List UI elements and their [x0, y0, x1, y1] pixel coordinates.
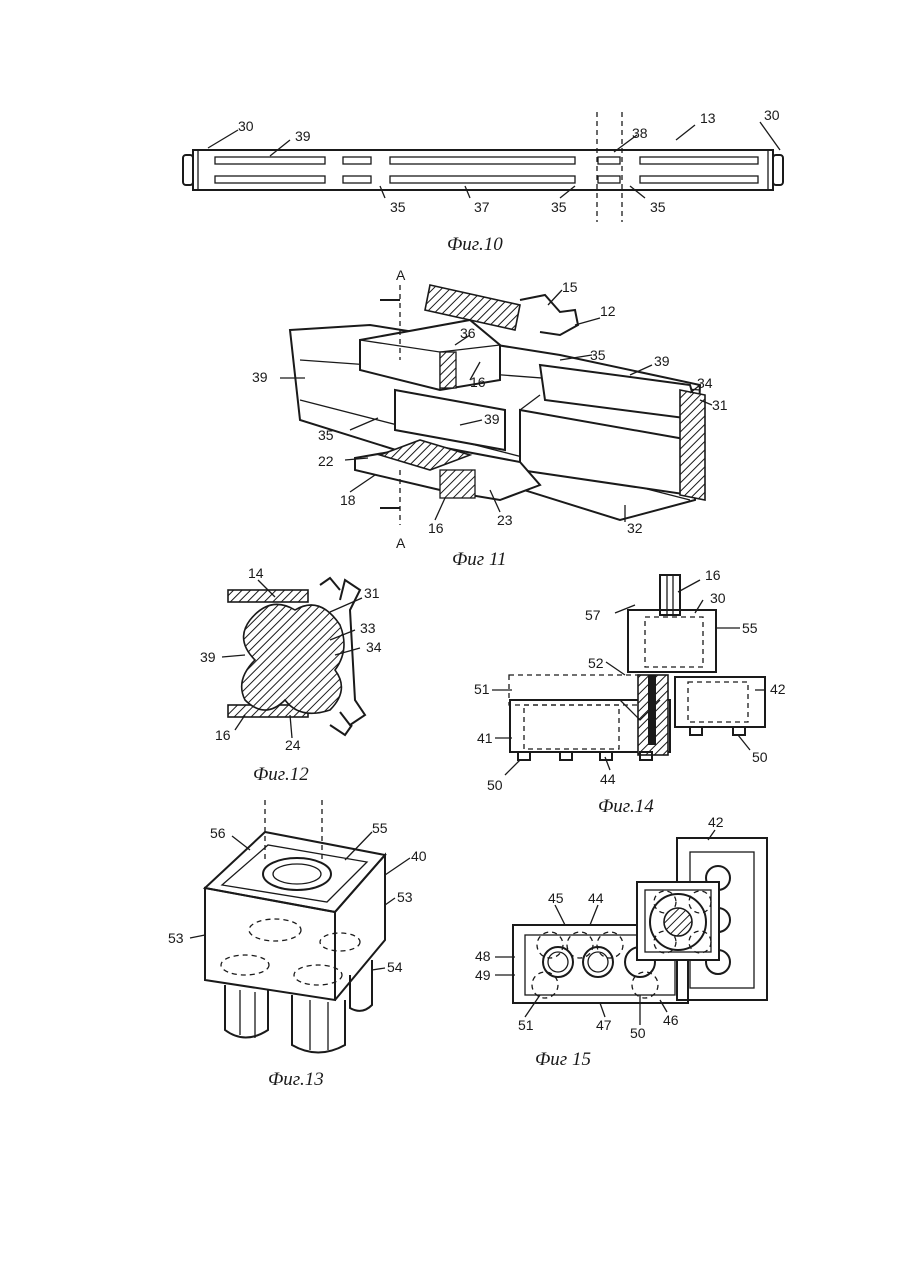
label-55: 55: [372, 820, 388, 836]
label-42: 42: [770, 681, 786, 697]
label-41: 41: [477, 730, 493, 746]
label-45: 45: [548, 890, 564, 906]
label-30-right: 30: [764, 107, 780, 123]
label-46: 46: [663, 1012, 679, 1028]
label-16: 16: [215, 727, 231, 743]
caption-fig14: Фиг.14: [598, 796, 654, 817]
label-23: 23: [497, 512, 513, 528]
caption-fig10: Фиг.10: [447, 234, 503, 255]
label-38: 38: [632, 125, 648, 141]
label-53-right: 53: [397, 889, 413, 905]
caption-fig11: Фиг 11: [452, 549, 507, 570]
label-40: 40: [411, 848, 427, 864]
label-57: 57: [585, 607, 601, 623]
label-39-top: 39: [654, 353, 670, 369]
label-32: 32: [627, 520, 643, 536]
figure-15: 42 45 44 48 49 51 47 50 46 Фиг 15: [475, 814, 767, 1070]
label-51: 51: [518, 1017, 534, 1033]
label-48: 48: [475, 948, 491, 964]
label-24: 24: [285, 737, 301, 753]
label-35-a: 35: [390, 199, 406, 215]
label-50-right: 50: [752, 749, 768, 765]
label-50: 50: [630, 1025, 646, 1041]
label-52: 52: [588, 655, 604, 671]
label-14: 14: [248, 565, 264, 581]
label-A-bottom: A: [396, 535, 406, 551]
label-34: 34: [697, 375, 713, 391]
caption-fig13: Фиг.13: [268, 1069, 324, 1090]
label-35-top: 35: [590, 347, 606, 363]
cross-section: [222, 578, 365, 738]
figure-10: 30 39 38 13 30 35 37 35 35 Фиг.10: [183, 107, 783, 255]
label-49: 49: [475, 967, 491, 983]
label-33: 33: [360, 620, 376, 636]
label-12: 12: [600, 303, 616, 319]
label-50-left: 50: [487, 777, 503, 793]
caption-fig15: Фиг 15: [535, 1049, 591, 1070]
label-31: 31: [712, 397, 728, 413]
shaft-perspective: [280, 285, 712, 525]
label-39: 39: [295, 128, 311, 144]
figure-13: 56 55 40 53 53 54 Фиг.13: [168, 800, 427, 1090]
label-42: 42: [708, 814, 724, 830]
label-54: 54: [387, 959, 403, 975]
figure-12: 14 31 33 34 39 16 24 Фиг.12: [200, 565, 382, 785]
figure-11: A 15 12 36 35 39 39 16 34 31 39 35 22 18…: [252, 267, 728, 570]
figure-14: 16 57 30 55 52 51 42 41 50 44 50 Фиг.14: [474, 567, 786, 817]
label-16-upper: 16: [470, 374, 486, 390]
label-34: 34: [366, 639, 382, 655]
label-13: 13: [700, 110, 716, 126]
label-A-top: A: [396, 267, 406, 283]
label-39-mid: 39: [484, 411, 500, 427]
label-39: 39: [200, 649, 216, 665]
label-22: 22: [318, 453, 334, 469]
label-16-lower: 16: [428, 520, 444, 536]
label-39-left: 39: [252, 369, 268, 385]
label-56: 56: [210, 825, 226, 841]
label-15: 15: [562, 279, 578, 295]
label-53-left: 53: [168, 930, 184, 946]
label-36: 36: [460, 325, 476, 341]
label-35-left: 35: [318, 427, 334, 443]
label-35-c: 35: [650, 199, 666, 215]
label-37: 37: [474, 199, 490, 215]
label-51: 51: [474, 681, 490, 697]
assembly-plan-view: [495, 830, 767, 1025]
label-30: 30: [710, 590, 726, 606]
caption-fig12: Фиг.12: [253, 764, 309, 785]
label-16: 16: [705, 567, 721, 583]
label-31: 31: [364, 585, 380, 601]
label-44: 44: [588, 890, 604, 906]
label-18: 18: [340, 492, 356, 508]
label-47: 47: [596, 1017, 612, 1033]
label-55: 55: [742, 620, 758, 636]
label-44: 44: [600, 771, 616, 787]
label-35-b: 35: [551, 199, 567, 215]
label-30-left: 30: [238, 118, 254, 134]
